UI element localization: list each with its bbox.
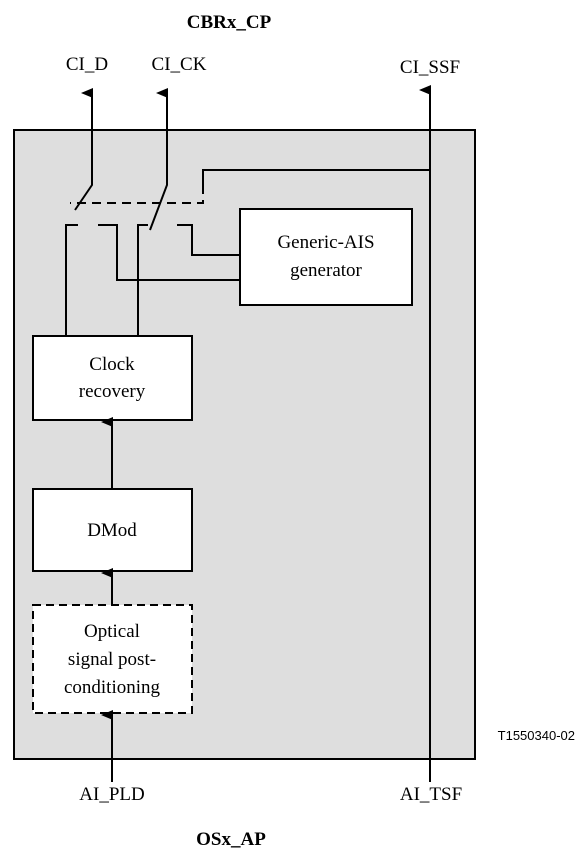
switch-ck-input-contact bbox=[137, 224, 148, 335]
optical-post-conditioning-block bbox=[32, 604, 193, 714]
dmod-label: DMod bbox=[87, 520, 137, 541]
clock-recovery-line-2: recovery bbox=[79, 381, 146, 402]
clock-recovery-block bbox=[32, 335, 193, 421]
ci-ck-output-line bbox=[149, 88, 168, 231]
optical-line-2: signal post- bbox=[68, 649, 156, 670]
bottom-layer-title: OSx_AP bbox=[196, 829, 266, 850]
top-layer-title: CBRx_CP bbox=[187, 12, 272, 33]
ssf-control-line bbox=[202, 169, 430, 185]
signal-ai-pld-label: AI_PLD bbox=[79, 784, 144, 805]
generic-ais-generator-block bbox=[239, 208, 413, 306]
signal-ci-d-label: CI_D bbox=[66, 54, 108, 75]
switch-ck-ais-contact bbox=[177, 224, 240, 256]
dmod-block bbox=[32, 488, 193, 572]
switch-d-ais-contact bbox=[98, 224, 240, 281]
signal-ai-tsf-label: AI_TSF bbox=[400, 784, 462, 805]
figure-code: T1550340-02 bbox=[498, 728, 575, 743]
signal-ci-ssf-label: CI_SSF bbox=[400, 57, 460, 78]
generic-ais-line-1: Generic-AIS bbox=[277, 232, 374, 253]
signal-ci-ck-label: CI_CK bbox=[152, 54, 207, 75]
optical-line-1: Optical bbox=[84, 621, 140, 642]
switch-d-input-contact bbox=[65, 224, 78, 335]
switch-control-dashed-line bbox=[70, 185, 204, 204]
optical-line-3: conditioning bbox=[64, 677, 161, 698]
clock-recovery-line-1: Clock bbox=[89, 354, 135, 375]
ci-d-output-line bbox=[74, 88, 93, 211]
generic-ais-line-2: generator bbox=[290, 260, 362, 281]
